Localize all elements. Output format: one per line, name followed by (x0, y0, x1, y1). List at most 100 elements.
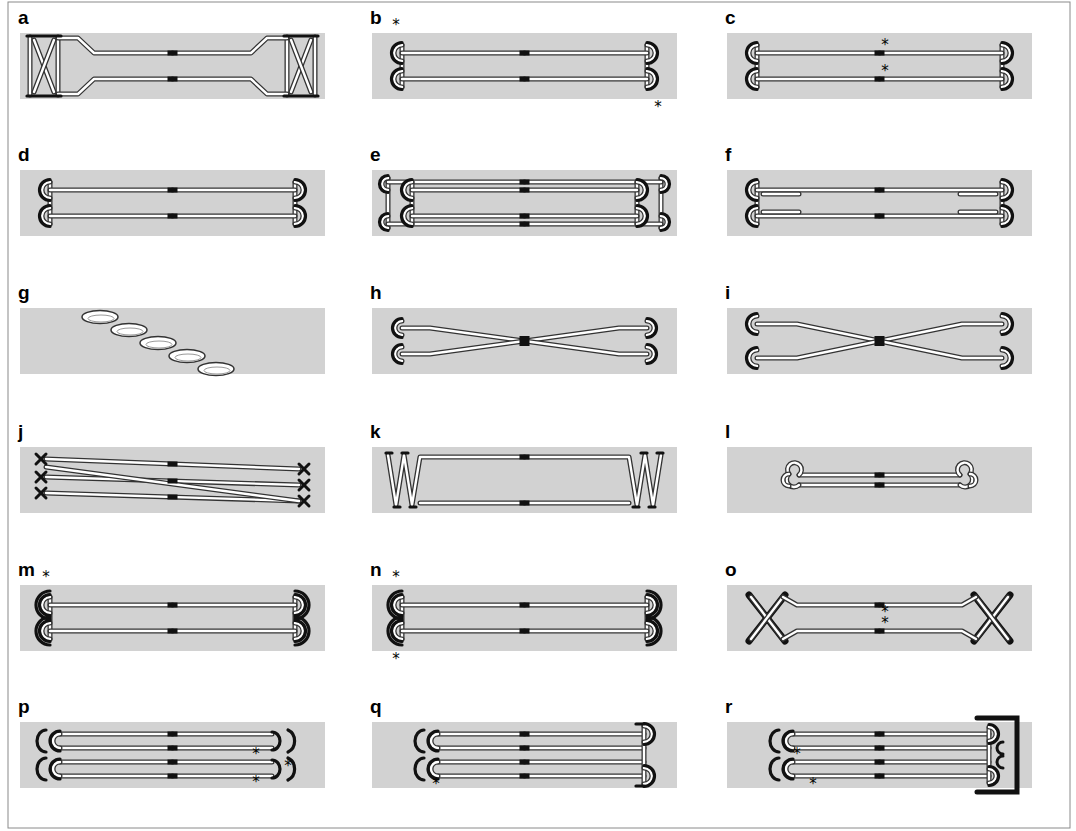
suture-strand-outline (763, 210, 799, 215)
repair-site-mark (168, 51, 178, 56)
repair-site-mark (168, 495, 178, 500)
grasp-loop (284, 94, 318, 97)
grasp-loop (299, 496, 309, 506)
suture-strand (989, 727, 996, 741)
panel-letter: o (725, 560, 737, 579)
suture-strand (295, 182, 303, 198)
suture-strand-outline (42, 597, 50, 613)
suture-loop-shade (146, 341, 172, 348)
suture-strand (395, 321, 402, 335)
suture-strand (404, 208, 412, 224)
suture-strand (793, 733, 880, 735)
suture-strand-outline (395, 321, 402, 335)
asterisk-mark: * (809, 777, 817, 792)
panel-letter: g (18, 283, 30, 302)
tendon-band (20, 170, 325, 236)
grasp-loop (636, 722, 644, 725)
suture-loop-shade (117, 328, 143, 335)
repair-site-mark (875, 336, 885, 346)
suture-strand-outline (60, 746, 173, 751)
repair-site-mark (520, 774, 530, 779)
grasp-loop (749, 595, 785, 641)
suture-strand (660, 178, 662, 228)
suture-loop (111, 324, 147, 337)
suture-strand-outline (661, 216, 667, 228)
suture-strand (525, 189, 638, 191)
suture-strand (402, 630, 525, 632)
grasp-loop (295, 591, 309, 619)
panel-letter: f (725, 145, 731, 164)
suture-strand (989, 769, 996, 783)
suture-strand-outline (50, 188, 173, 193)
suture-strand (402, 78, 525, 80)
grasp-loop (393, 345, 403, 364)
suture-strand (1002, 45, 1010, 61)
grasp-loop (295, 621, 306, 642)
suture-strand (412, 215, 525, 217)
suture-strand-outline (749, 208, 757, 224)
suture-strand (1002, 316, 1010, 332)
suture-strand-outline (989, 727, 996, 741)
suture-strand (42, 208, 50, 224)
grasp-loop (392, 69, 403, 90)
suture-strand (525, 604, 648, 606)
grasp-loop (747, 43, 758, 64)
grasp-loop (40, 206, 51, 227)
suture-strand (880, 733, 990, 735)
suture-strand-outline (438, 774, 525, 779)
panel-letter: i (725, 283, 730, 302)
tendon-band (727, 308, 1032, 374)
grasp-loop (783, 731, 793, 751)
grasp-loop (1002, 314, 1013, 335)
grasp-loop (637, 206, 648, 227)
suture-strand-outline (420, 501, 525, 506)
suture-strand (431, 734, 438, 748)
grasp-loop (747, 348, 758, 369)
suture-strand-outline (50, 603, 173, 608)
grasp-loop (288, 730, 295, 752)
suture-strand-outline (173, 629, 296, 634)
suture-strand-outline (525, 760, 645, 765)
grasp-loop (36, 591, 50, 619)
grasp-loop (647, 319, 657, 338)
grasp-loop (40, 595, 51, 616)
suture-strand (757, 324, 880, 341)
suture-strand-outline (799, 483, 880, 488)
grasp-loop (295, 180, 306, 201)
suture-strand (402, 341, 525, 354)
grasp-loop (989, 767, 999, 786)
repair-site-mark (520, 222, 530, 227)
tendon-band (372, 722, 677, 788)
suture-strand (173, 604, 296, 606)
grasp-loop (1002, 180, 1013, 201)
tendon-band (727, 722, 1032, 788)
grasp-loop (649, 505, 655, 508)
suture-panel (727, 585, 1032, 651)
repair-site-mark (520, 760, 530, 765)
suture-strand (525, 747, 645, 749)
repair-site-mark (168, 77, 178, 82)
repair-site-mark (520, 501, 530, 506)
suture-strand (60, 747, 173, 749)
suture-strand (976, 597, 1008, 639)
suture-strand-outline (880, 341, 1003, 358)
grasp-loop (770, 730, 779, 752)
suture-strand (295, 623, 303, 639)
grasp-loop (747, 69, 758, 90)
suture-strand (1002, 208, 1010, 224)
suture-strand-outline (793, 760, 880, 765)
suture-loop-shade (88, 315, 114, 322)
suture-strand-outline (173, 603, 296, 608)
panel-letter: k (370, 422, 381, 441)
grasp-loop (272, 732, 280, 750)
suture-strand-outline (793, 774, 880, 779)
suture-strand-outline (642, 726, 647, 784)
suture-strand-outline (382, 216, 388, 228)
grasp-loop (36, 472, 46, 482)
suture-strand-outline (525, 603, 648, 608)
suture-strand-outline (412, 188, 525, 193)
repair-site-mark (520, 51, 530, 56)
grasp-loop (295, 595, 306, 616)
grasp-loop (392, 595, 403, 616)
panel-letter: m (18, 560, 35, 579)
